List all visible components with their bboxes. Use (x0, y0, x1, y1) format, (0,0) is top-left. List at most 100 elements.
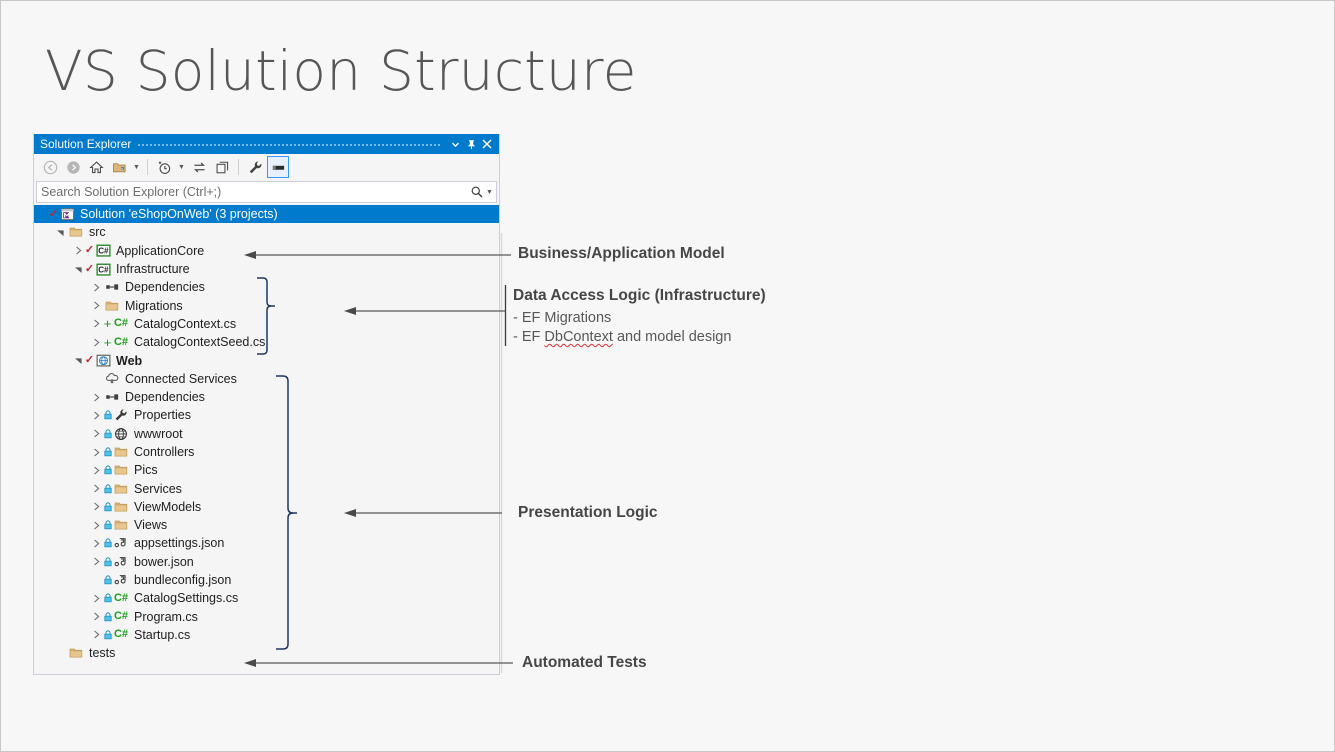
tree-item-label: Dependencies (125, 390, 205, 405)
tree-item-solution-eshoponweb-3-projects[interactable]: ✓Solution 'eShopOnWeb' (3 projects) (34, 205, 499, 224)
lock-icon (103, 484, 112, 494)
source-control-checked-icon: ✓ (48, 207, 59, 220)
tree-item-bundleconfig-json[interactable]: bundleconfig.json (34, 571, 499, 589)
tree-item-web[interactable]: ✓Web (34, 351, 499, 369)
chevron-right-icon[interactable] (90, 553, 103, 571)
chevron-right-icon[interactable] (90, 589, 103, 607)
lock-icon (103, 593, 112, 603)
chevron-right-icon[interactable] (90, 516, 103, 534)
tree-item-viewmodels[interactable]: ViewModels (34, 498, 499, 516)
chevron-right-icon[interactable] (90, 425, 103, 443)
expander-placeholder (90, 571, 103, 589)
tree-item-label: Properties (134, 408, 191, 423)
tree-item-startup-cs[interactable]: C#Startup.cs (34, 626, 499, 644)
tree-item-label: ApplicationCore (116, 243, 205, 258)
tree-item-pics[interactable]: Pics (34, 461, 499, 479)
tree-item-label: CatalogContext.cs (134, 316, 237, 331)
tree-item-views[interactable]: Views (34, 516, 499, 534)
chevron-right-icon[interactable] (90, 443, 103, 461)
preview-selected-items-icon[interactable] (267, 156, 289, 178)
back-icon[interactable] (39, 156, 61, 178)
sync-dropdown-caret[interactable]: ▼ (133, 163, 140, 171)
chevron-right-icon[interactable] (90, 278, 103, 296)
tree-item-src[interactable]: src (34, 223, 499, 241)
chevron-down-icon[interactable] (54, 223, 67, 241)
tree-item-label: Migrations (125, 298, 183, 313)
pending-changes-filter-icon[interactable] (153, 156, 175, 178)
tree-item-properties[interactable]: Properties (34, 406, 499, 424)
tree-item-applicationcore[interactable]: ✓C# ApplicationCore (34, 242, 499, 260)
tree-item-label: Program.cs (134, 609, 198, 624)
dependencies-icon (103, 278, 121, 296)
tree-item-controllers[interactable]: Controllers (34, 443, 499, 461)
tree-item-label: CatalogSettings.cs (134, 591, 239, 606)
tree-item-migrations[interactable]: Migrations (34, 296, 499, 314)
lock-icon (103, 612, 112, 622)
filter-dropdown-caret[interactable]: ▼ (178, 163, 185, 171)
tree-item-program-cs[interactable]: C#Program.cs (34, 608, 499, 626)
source-control-checked-icon: ✓ (84, 244, 95, 257)
tree-item-dependencies[interactable]: Dependencies (34, 278, 499, 296)
svg-text:C#: C# (98, 265, 109, 274)
close-icon[interactable] (479, 135, 495, 153)
pin-icon[interactable] (463, 135, 479, 153)
tree-item-label: bower.json (134, 554, 194, 569)
tree-item-wwwroot[interactable]: wwwroot (34, 425, 499, 443)
source-control-checked-icon: ✓ (84, 354, 95, 367)
chevron-right-icon[interactable] (90, 534, 103, 552)
tree-item-infrastructure[interactable]: ✓C#Infrastructure (34, 260, 499, 278)
chevron-right-icon[interactable] (90, 498, 103, 516)
page-title: VS Solution Structure (45, 39, 637, 103)
chevron-right-icon[interactable] (90, 297, 103, 315)
chevron-right-icon[interactable] (72, 242, 85, 260)
chevron-right-icon[interactable] (90, 315, 103, 333)
search-input[interactable]: Search Solution Explorer (Ctrl+;) (41, 185, 222, 199)
home-icon[interactable] (85, 156, 107, 178)
forward-icon[interactable] (62, 156, 84, 178)
chevron-right-icon[interactable] (90, 461, 103, 479)
tree-item-dependencies[interactable]: Dependencies (34, 388, 499, 406)
sync-with-active-document-icon[interactable] (108, 156, 130, 178)
chevron-right-icon[interactable] (90, 626, 103, 644)
search-icon[interactable] (469, 185, 485, 199)
detail-text-misspelled: DbContext (544, 329, 613, 345)
search-dropdown-caret[interactable]: ▼ (486, 188, 493, 196)
tree-item-label: Pics (134, 463, 158, 478)
globe-icon (112, 425, 130, 443)
csharp-project-icon: C# (94, 260, 112, 278)
csharp-file-icon: C# (113, 591, 129, 604)
properties-icon[interactable] (244, 156, 266, 178)
annotation-data-access-logic: Data Access Logic (Infrastructure) - EF … (513, 287, 766, 347)
chevron-right-icon[interactable] (90, 480, 103, 498)
refresh-icon[interactable] (188, 156, 210, 178)
tree-item-label: CatalogContextSeed.cs (134, 335, 266, 350)
tree-item-catalogsettings-cs[interactable]: C# CatalogSettings.cs (34, 589, 499, 607)
tree-item-connected-services[interactable]: Connected Services (34, 370, 499, 388)
folder-icon (112, 516, 130, 534)
tree-item-label: ViewModels (134, 499, 202, 514)
tree-item-appsettings-json[interactable]: appsettings.json (34, 534, 499, 552)
tree-item-services[interactable]: Services (34, 479, 499, 497)
chevron-right-icon[interactable] (90, 333, 103, 351)
tree-item-label: Connected Services (125, 371, 237, 386)
search-box[interactable]: Search Solution Explorer (Ctrl+;) ▼ (36, 181, 497, 203)
expander-placeholder (36, 205, 49, 223)
tree-item-label: src (89, 225, 106, 240)
tree-item-tests[interactable]: tests (34, 644, 499, 662)
tree-item-bower-json[interactable]: bower.json (34, 553, 499, 571)
tree-item-label: Controllers (134, 445, 195, 459)
annotation-business-application-model: Business/Application Model (518, 245, 725, 263)
chevron-down-icon[interactable] (72, 352, 85, 370)
detail-text: - EF Migrations (513, 310, 612, 326)
chevron-down-icon[interactable] (447, 135, 463, 153)
chevron-down-icon[interactable] (72, 260, 85, 278)
tree-item-catalogcontext-cs[interactable]: +C#CatalogContext.cs (34, 315, 499, 333)
chevron-right-icon[interactable] (90, 406, 103, 424)
chevron-right-icon[interactable] (90, 608, 103, 626)
svg-text:C#: C# (98, 247, 109, 256)
tree-item-label: Views (134, 518, 168, 533)
collapse-all-icon[interactable] (211, 156, 233, 178)
chevron-right-icon[interactable] (90, 388, 103, 406)
tree-item-catalogcontextseed-cs[interactable]: +C#CatalogContextSeed.cs (34, 333, 499, 351)
tree-item-label: Infrastructure (116, 262, 190, 277)
